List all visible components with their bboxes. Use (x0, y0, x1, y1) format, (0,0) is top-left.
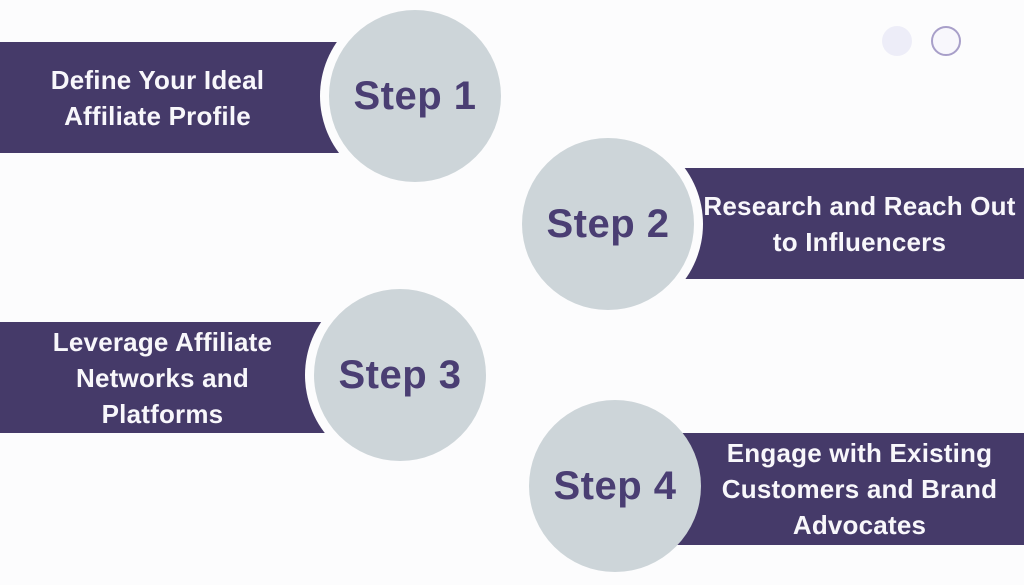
step-1-title-line: Affiliate Profile (64, 100, 251, 131)
step-3-title-line: Networks and (76, 362, 249, 393)
step-1-circle: Step 1 (329, 10, 501, 182)
step-4-label: Step 4 (553, 463, 677, 508)
step-1-label: Step 1 (353, 73, 477, 118)
step-2-title-line: to Influencers (772, 226, 947, 257)
decorative-dot-filled-icon (882, 26, 912, 56)
step-3-title-line: Platforms (101, 398, 224, 429)
step-3-title-line: Leverage Affiliate (52, 326, 273, 357)
step-4-title-line: Customers and Brand (721, 474, 998, 504)
step-2-label: Step 2 (546, 201, 670, 246)
step-4-title-line: Engage with Existing (726, 438, 993, 468)
step-3-circle: Step 3 (314, 289, 486, 461)
step-4-banner: Engage with Existing Customers and Brand… (645, 433, 1024, 545)
step-4-circle: Step 4 (529, 400, 701, 572)
step-1-title-line: Define Your Ideal (50, 64, 265, 95)
step-4-title-line: Advocates (792, 510, 927, 540)
step-3-label: Step 3 (338, 352, 462, 397)
step-2-title-line: Research and Reach Out (703, 190, 1016, 221)
step-2-circle: Step 2 (522, 138, 694, 310)
decorative-dot-outlined-icon (931, 26, 961, 56)
